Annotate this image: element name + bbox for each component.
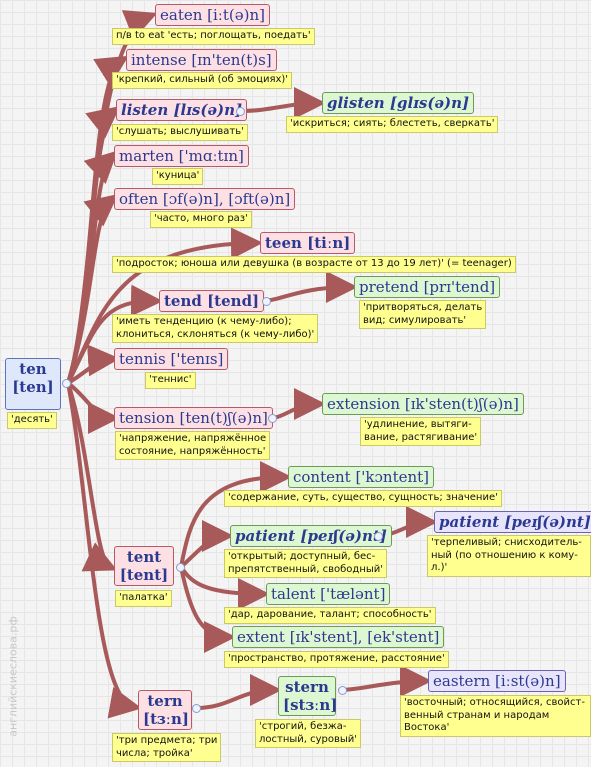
node-stern[interactable]: stern [stɜːn] [278, 676, 338, 716]
note-stern: 'строгий, безжа- лостный, суровый' [255, 719, 362, 748]
node-talent[interactable]: talent ['tælənt] [266, 583, 391, 605]
node-patient-2[interactable]: patient [peɪʃ(ə)nt] [434, 511, 591, 533]
link-tent-extent [179, 565, 236, 653]
note-glisten: 'искриться; сиять; блестеть, сверкать' [286, 116, 499, 133]
note-patient-2: 'терпеливый; снисходитель- ный (по отнош… [427, 535, 591, 577]
node-eastern[interactable]: eastern [iːst(ə)n] [428, 670, 566, 692]
link-tent-patient1 [179, 520, 234, 569]
collapse-knob-tern[interactable] [192, 704, 201, 713]
node-content[interactable]: content ['kɔntent] [288, 466, 435, 488]
stern-transcription: [stɜːn] [283, 696, 338, 714]
node-tern[interactable]: tern [tɜːn] [138, 690, 192, 730]
link-tend-pretend [260, 271, 358, 304]
note-tend-line2: клониться, склоняться (к чему-либо)' [116, 328, 315, 340]
note-ten: 'десять' [7, 412, 57, 429]
note-extension: 'удлинение, вытяги- вание, растягивание' [360, 417, 482, 446]
collapse-knob-ten[interactable] [62, 379, 71, 388]
ten-transcription: [ten] [12, 378, 54, 396]
note-pretend-line2: вид; симулировать' [363, 314, 467, 326]
note-patient-2-line1: 'терпеливый; снисходитель- [431, 537, 582, 548]
note-teen: 'подросток; юноша или девушка (в возраст… [112, 256, 516, 273]
note-tern-line1: 'три предмета; три [116, 735, 218, 746]
note-eastern: 'восточный; относящийся, свойст- венный … [400, 695, 591, 737]
note-tend: 'иметь тенденцию (к чему-либо); клонитьс… [112, 314, 319, 343]
collapse-knob-tend[interactable] [262, 297, 271, 306]
note-listen: 'слушать; выслушивать' [112, 124, 248, 141]
note-eaten: п/в to eat 'есть; поглощать, поедать' [112, 28, 315, 45]
link-ten-tension [66, 381, 120, 434]
note-tennis: 'теннис' [145, 372, 196, 389]
note-patient-2-line2: ный (по отношению к кому-л.)' [431, 549, 578, 574]
node-ten[interactable]: ten [ten] [5, 358, 61, 410]
link-ten-often [66, 193, 119, 385]
link-ten-tend [66, 284, 163, 385]
tern-word: tern [147, 692, 183, 710]
note-tension: 'напряжение, напряжённое состояние, напр… [115, 431, 271, 460]
collapse-knob-tension[interactable] [268, 414, 277, 423]
collapse-knob-patient-1[interactable] [374, 532, 383, 541]
node-tension[interactable]: tension [ten(t)ʃ(ə)n] [114, 407, 273, 429]
note-extension-line2: вание, растягивание' [364, 431, 478, 443]
note-pretend-line1: 'притворяться, делать [363, 302, 483, 313]
node-tent[interactable]: tent [tent] [114, 546, 174, 586]
link-ten-tern [66, 381, 142, 719]
node-patient-1[interactable]: patient [peɪʃ(ə)nt] [230, 525, 392, 547]
note-tend-line1: 'иметь тенденцию (к чему-либо); [116, 316, 292, 327]
node-intense[interactable]: intense [ɪn'ten(t)s] [126, 49, 277, 71]
note-stern-line2: лостный, суровый' [259, 733, 358, 745]
note-tern: 'три предмета; три числа; тройка' [112, 733, 222, 762]
note-pretend: 'притворяться, делать вид; симулировать' [359, 300, 487, 329]
node-eaten[interactable]: eaten [iːt(ə)n] [155, 4, 270, 26]
note-eastern-line1: 'восточный; относящийся, свойст- [404, 697, 585, 708]
note-patient-1-line1: 'открытый; доступный, бес- [228, 551, 376, 562]
node-pretend[interactable]: pretend [prɪ'tend] [354, 276, 501, 298]
link-listen-glisten [240, 87, 326, 120]
note-extension-line1: 'удлинение, вытяги- [364, 419, 472, 430]
note-patient-1: 'открытый; доступный, бес- препятственны… [224, 549, 388, 578]
note-tern-line2: числа; тройка' [116, 747, 193, 759]
ten-word: ten [19, 360, 47, 378]
collapse-knob-tent[interactable] [176, 563, 185, 572]
node-listen[interactable]: listen [lɪs(ə)n] [116, 99, 248, 121]
tent-word: tent [126, 548, 162, 566]
note-stern-line1: 'строгий, безжа- [259, 721, 347, 732]
tent-transcription: [tent] [119, 566, 169, 584]
note-tension-line1: 'напряжение, напряжённое [119, 433, 267, 444]
collapse-knob-listen[interactable] [236, 107, 245, 116]
node-tend[interactable]: tend [tend] [159, 290, 265, 312]
note-content: 'содержание, суть, существо, сущность; з… [224, 490, 502, 507]
link-stern-eastern [338, 665, 432, 698]
collapse-knob-stern[interactable] [338, 686, 347, 695]
tern-transcription: [tɜːn] [143, 710, 189, 728]
note-tension-line2: состояние, напряжённость' [119, 445, 266, 457]
stern-word: stern [285, 678, 329, 696]
link-tern-stern [194, 674, 282, 710]
link-ten-tent [66, 381, 118, 572]
link-ten-tennis [66, 344, 120, 385]
watermark: английскиеслова.рф [6, 616, 20, 737]
note-talent: 'дар, дарование, талант; способность' [224, 607, 436, 624]
node-often[interactable]: often [ɔf(ə)n], [ɔft(ə)n] [114, 188, 296, 210]
note-marten: 'куница' [152, 168, 204, 185]
note-patient-1-line2: препятственный, свободный' [228, 563, 384, 575]
node-teen[interactable]: teen [tiːn] [260, 232, 356, 254]
note-tent: 'палатка' [115, 590, 172, 607]
note-often: 'часто, много раз' [150, 211, 252, 228]
note-eastern-line2: венный странам и народам Востока' [404, 709, 550, 734]
link-tension-extension [268, 388, 326, 421]
note-extent: 'пространство, протяжение, расстояние' [224, 651, 449, 668]
node-marten[interactable]: marten ['mɑːtɪn] [114, 145, 249, 167]
node-extent[interactable]: extent [ɪk'stent], [ek'stent] [232, 626, 445, 648]
node-extension[interactable]: extension [ɪk'sten(t)ʃ(ə)n] [322, 393, 524, 415]
note-intense: 'крепкий, сильный (об эмоциях)' [112, 72, 293, 89]
node-tennis[interactable]: tennis ['tenɪs] [114, 348, 229, 370]
node-glisten[interactable]: glisten [glɪs(ə)n] [322, 92, 475, 114]
link-tent-content [179, 461, 292, 569]
